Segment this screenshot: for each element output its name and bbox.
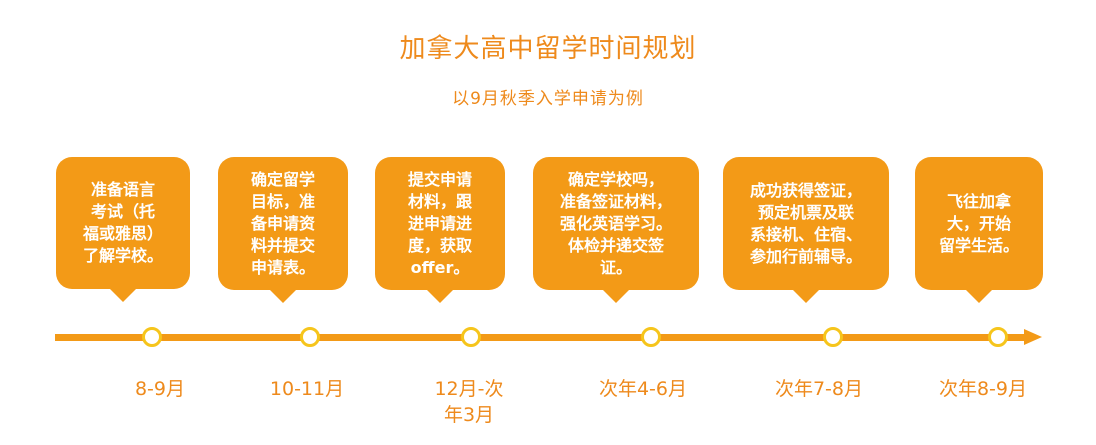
step-bubble-6: 飞往加拿 大，开始 留学生活。 [915,157,1043,303]
step-date-2: 10-11月 [269,378,345,400]
step-date-5: 次年7-8月 [774,378,864,400]
step-date-1: 8-9月 [134,378,186,400]
timeline-node-3 [461,327,481,347]
page-subtitle: 以9月秋季入学申请为例 [452,89,644,109]
timeline-node-6 [988,327,1008,347]
step-text-4: 确定学校吗， 准备签证材料， 强化英语学习。 体检并递交签 证。 [559,169,672,277]
step-bubble-3: 提交申请 材料，跟 进申请进 度，获取 offer。 [375,157,505,303]
step-text-5: 成功获得签证， 预定机票及联 系接机、住宿、 参加行前辅导。 [749,180,862,266]
step-date-3: 12月-次 年3月 [434,378,504,426]
step-bubble-4: 确定学校吗， 准备签证材料， 强化英语学习。 体检并递交签 证。 [533,157,699,303]
timeline-node-4 [641,327,661,347]
step-date-4: 次年4-6月 [598,378,688,400]
timeline-bar [55,334,1027,341]
step-text-3: 提交申请 材料，跟 进申请进 度，获取 offer。 [407,169,472,277]
step-bubble-2: 确定留学 目标，准 备申请资 料并提交 申请表。 [218,157,348,303]
timeline-arrow-icon [1024,329,1042,345]
step-date-6: 次年8-9月 [938,378,1028,400]
page-title: 加拿大高中留学时间规划 [399,34,697,64]
step-text-6: 飞往加拿 大，开始 留学生活。 [938,191,1019,255]
timeline-node-5 [823,327,843,347]
timeline-node-1 [142,327,162,347]
timeline-node-2 [300,327,320,347]
step-bubble-5: 成功获得签证， 预定机票及联 系接机、住宿、 参加行前辅导。 [723,157,889,303]
step-text-1: 准备语言 考试（托 福或雅思） 了解学校。 [82,180,163,265]
step-bubble-1: 准备语言 考试（托 福或雅思） 了解学校。 [56,157,190,302]
step-text-2: 确定留学 目标，准 备申请资 料并提交 申请表。 [250,169,315,277]
